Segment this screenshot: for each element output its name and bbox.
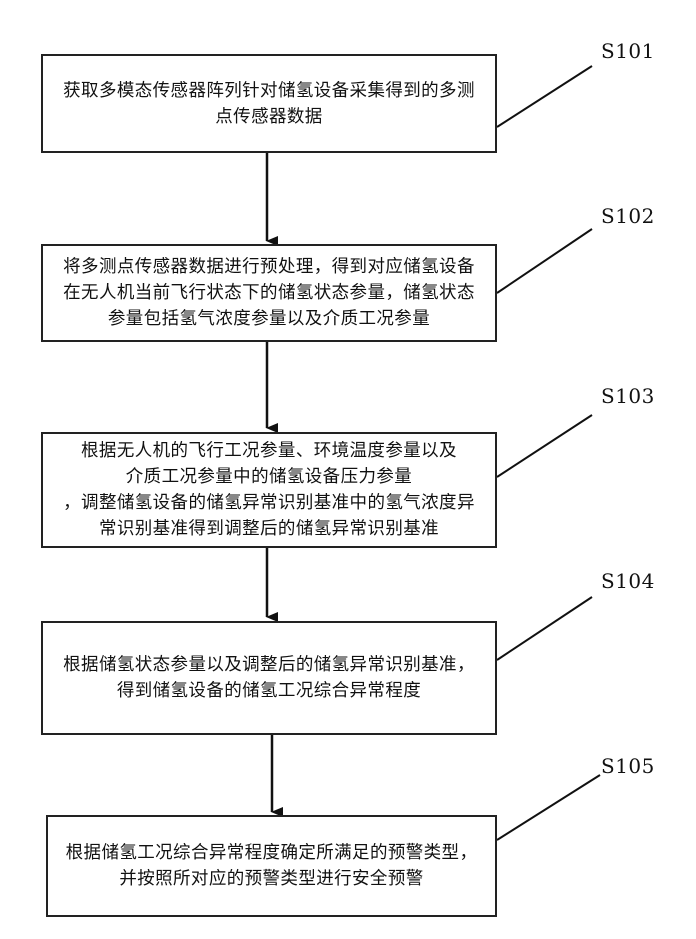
leader-line-s101	[497, 66, 592, 127]
step-box-s101: 获取多模态传感器阵列针对储氢设备采集得到的多测 点传感器数据	[41, 54, 497, 153]
leader-line-s105	[497, 775, 600, 840]
step-box-s104: 根据储氢状态参量以及调整后的储氢异常识别基准， 得到储氢设备的储氢工况综合异常程…	[41, 621, 497, 735]
step-text-s103: 根据无人机的飞行工况参量、环境温度参量以及 介质工况参量中的储氢设备压力参量 ，…	[63, 438, 475, 542]
step-text-s105: 根据储氢工况综合异常程度确定所满足的预警类型， 并按照所对应的预警类型进行安全预…	[66, 840, 478, 892]
step-box-s105: 根据储氢工况综合异常程度确定所满足的预警类型， 并按照所对应的预警类型进行安全预…	[46, 815, 497, 917]
leader-line-s103	[497, 415, 592, 477]
step-text-s101: 获取多模态传感器阵列针对储氢设备采集得到的多测 点传感器数据	[63, 78, 475, 130]
step-label-s102: S102	[601, 205, 655, 227]
step-label-s101: S101	[601, 40, 655, 62]
step-label-s105: S105	[601, 755, 655, 777]
step-box-s102: 将多测点传感器数据进行预处理，得到对应储氢设备 在无人机当前飞行状态下的储氢状态…	[41, 244, 497, 342]
step-text-s104: 根据储氢状态参量以及调整后的储氢异常识别基准， 得到储氢设备的储氢工况综合异常程…	[63, 652, 475, 704]
step-label-s104: S104	[601, 570, 655, 592]
leader-line-s102	[497, 229, 592, 293]
step-box-s103: 根据无人机的飞行工况参量、环境温度参量以及 介质工况参量中的储氢设备压力参量 ，…	[41, 432, 497, 548]
leader-line-s104	[497, 597, 592, 660]
step-label-s103: S103	[601, 385, 655, 407]
step-text-s102: 将多测点传感器数据进行预处理，得到对应储氢设备 在无人机当前飞行状态下的储氢状态…	[63, 254, 475, 332]
